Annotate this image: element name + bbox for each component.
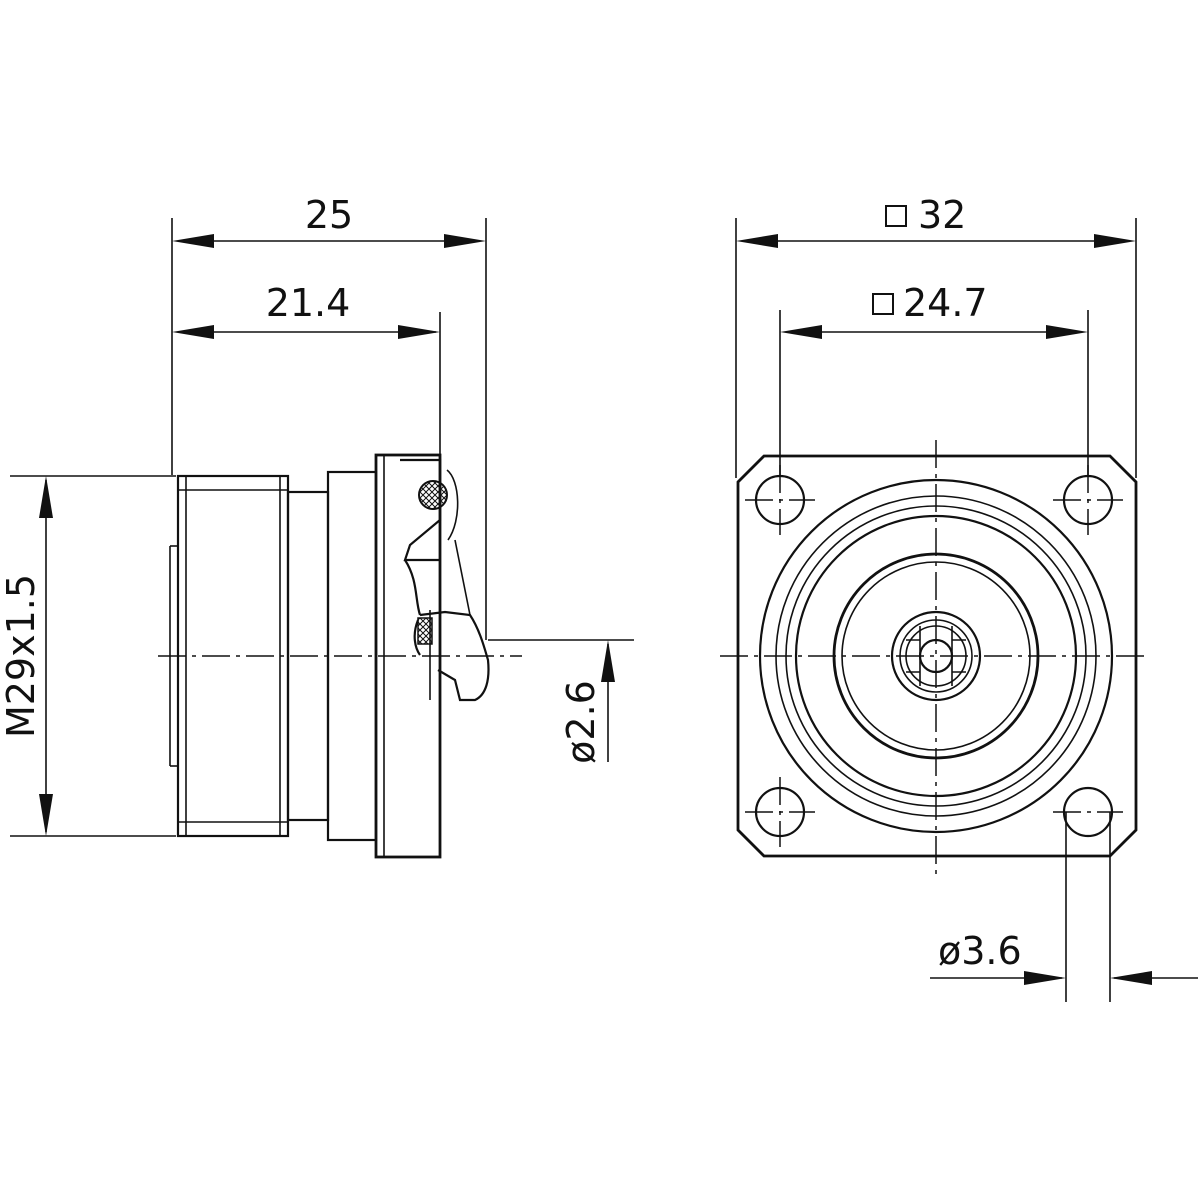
square-symbol (885, 205, 907, 227)
dim-thread: M29x1.5 (0, 475, 176, 837)
dim-thread-label: M29x1.5 (0, 574, 43, 738)
dim-body-length: 21.4 (172, 281, 441, 455)
dim-pin-diameter: ø2.6 (559, 640, 615, 764)
rear-detail (400, 458, 490, 702)
dim-body-length-label: 21.4 (266, 281, 351, 325)
dim-mount-hole-label: ø3.6 (938, 929, 1022, 973)
side-view: 25 21.4 M29x1.5 ø2.6 (0, 193, 634, 859)
dim-overall-length: 25 (171, 193, 487, 640)
dim-flange-square-label: 32 (918, 193, 966, 237)
dim-flange-square: 32 (735, 193, 1137, 478)
dim-pin-diameter-label: ø2.6 (559, 680, 603, 764)
dim-hole-pitch-label: 24.7 (903, 281, 988, 325)
dim-hole-pitch: 24.7 (779, 281, 1089, 476)
dim-overall-length-label: 25 (305, 193, 353, 237)
thread-body (169, 474, 290, 838)
front-view: 32 24.7 ø3.6 (720, 193, 1198, 1002)
square-symbol (872, 293, 894, 315)
mounting-holes (745, 465, 1123, 847)
dim-mount-hole: ø3.6 (930, 812, 1198, 1002)
